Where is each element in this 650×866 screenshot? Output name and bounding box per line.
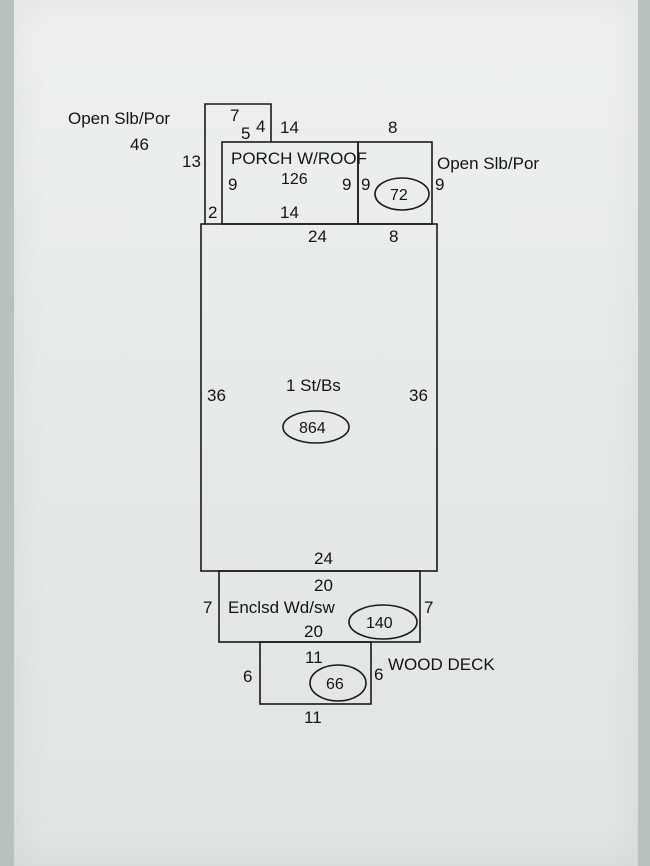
dim-deck-right-6: 6: [374, 665, 383, 684]
porch-roof-area: 126: [281, 171, 308, 188]
enclosed-label: Enclsd Wd/sw: [228, 598, 335, 617]
porch-right-area-oval: [374, 177, 430, 211]
dim-top-5: 5: [241, 124, 250, 143]
dim-porch-left-9: 9: [228, 175, 237, 194]
dim-porch-top-14: 14: [280, 118, 299, 137]
paper-sheet: [14, 0, 638, 866]
dim-porch-bottom-14: 14: [280, 203, 299, 222]
porch-roof-label: PORCH W/ROOF: [231, 149, 367, 168]
main-structure-outline: [200, 223, 438, 572]
dim-right-porch-top-8: 8: [388, 118, 397, 137]
dim-left-2: 2: [208, 203, 217, 222]
main-area-oval: [282, 410, 350, 444]
dim-enclosed-left-7: 7: [203, 598, 212, 617]
dim-top-4: 4: [256, 117, 265, 136]
dim-main-bottom-24: 24: [314, 549, 333, 568]
main-label: 1 St/Bs: [286, 376, 341, 395]
dim-main-top-24: 24: [308, 227, 327, 246]
deck-area: 66: [326, 676, 344, 693]
dim-porch-right-9: 9: [342, 175, 351, 194]
dim-deck-left-6: 6: [243, 667, 252, 686]
open-slab-left-outline: [204, 103, 272, 224]
dim-left-13: 13: [182, 152, 201, 171]
dim-deck-bottom-11: 11: [304, 708, 322, 727]
porch-right-area: 72: [390, 187, 408, 204]
open-slab-left-area: 46: [130, 135, 149, 154]
deck-area-oval: [309, 664, 367, 702]
dim-right-porch-bottom-8: 8: [389, 227, 398, 246]
dim-top-7: 7: [230, 106, 239, 125]
dim-main-right-36: 36: [409, 386, 428, 405]
main-area: 864: [299, 420, 326, 437]
dim-deck-top-11: 11: [305, 648, 323, 667]
open-slab-left-label: Open Slb/Por: [68, 109, 170, 128]
dim-right-porch-left-9: 9: [361, 175, 370, 194]
dim-main-left-36: 36: [207, 386, 226, 405]
open-slab-right-label: Open Slb/Por: [437, 154, 539, 173]
dim-enclosed-bottom-20: 20: [304, 622, 323, 641]
dim-enclosed-right-7: 7: [424, 598, 433, 617]
enclosed-area-oval: [348, 604, 418, 640]
dim-right-porch-right-9: 9: [435, 175, 444, 194]
wood-deck-outline: [259, 641, 372, 705]
enclosed-area: 140: [366, 615, 393, 632]
dim-enclosed-top-20: 20: [314, 576, 333, 595]
deck-label: WOOD DECK: [388, 655, 495, 674]
